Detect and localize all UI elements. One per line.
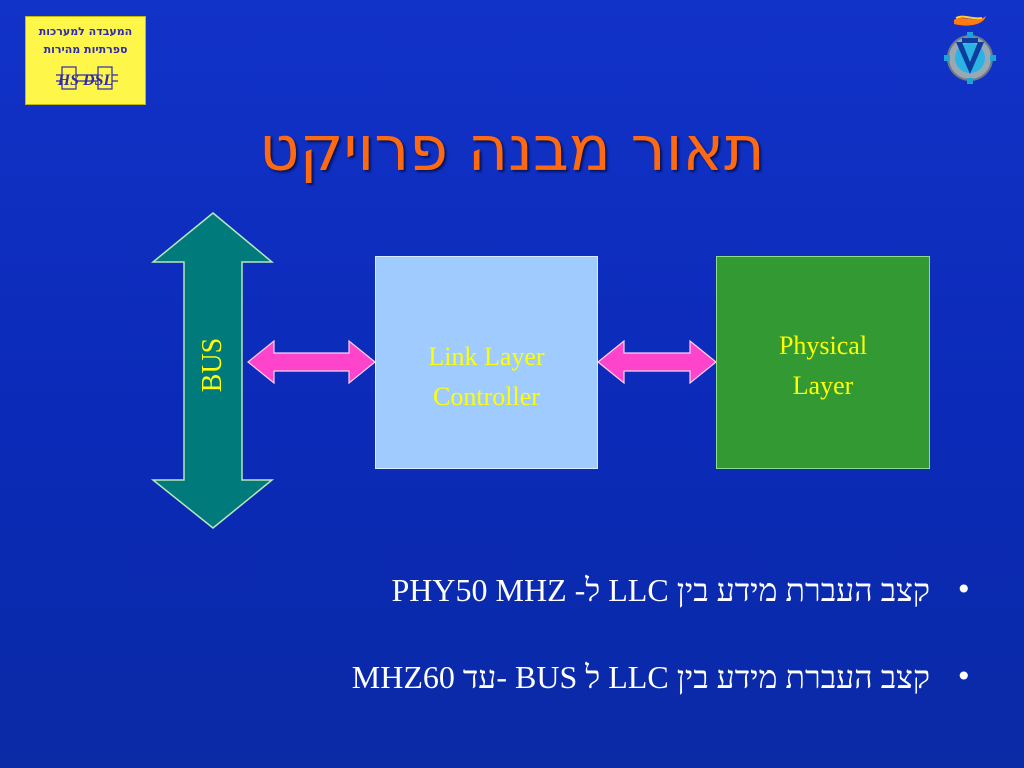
bullet-list: • קצב העברת מידע בין LLC ל- PHY50 MHZ • … <box>72 570 972 744</box>
bullet-item: • קצב העברת מידע בין LLC ל- PHY50 MHZ <box>72 570 973 610</box>
slide-title: תאור מבנה פרויקט <box>259 112 765 185</box>
bullet-marker: • <box>955 573 972 606</box>
bus-label-text: BUS <box>197 337 228 393</box>
physical-layer-box: Physical Layer <box>716 256 930 469</box>
bullet-item: • קצב העברת מידע בין LLC ל BUS -עד MHZ60 <box>72 657 972 697</box>
technion-emblem-icon <box>944 15 996 84</box>
logo-line-3: HS DSL <box>57 72 114 89</box>
logo-chip-icon <box>56 66 118 90</box>
link-layer-controller-box: Link Layer Controller <box>375 256 598 469</box>
logo-line-1: המעבדה למערכות <box>38 25 133 38</box>
llc-phy-arrow <box>597 339 717 385</box>
bus-llc-arrow <box>247 339 376 385</box>
logo-line-2: ספרתיות מהירות <box>43 43 128 56</box>
bus-arrow <box>150 212 275 529</box>
bullet-marker: • <box>955 660 972 693</box>
lab-logo: המעבדה למערכות ספרתיות מהירות HS DSL <box>25 16 146 105</box>
llc-label-line-2: Controller <box>433 382 540 411</box>
llc-label-line-1: Link Layer <box>428 342 545 371</box>
phy-label-line-2: Layer <box>792 371 854 400</box>
phy-label-line-1: Physical <box>778 331 868 360</box>
bullet-text: קצב העברת מידע בין LLC ל BUS -עד MHZ60 <box>351 659 930 695</box>
bullet-text: קצב העברת מידע בין LLC ל- PHY50 MHZ <box>391 572 931 608</box>
